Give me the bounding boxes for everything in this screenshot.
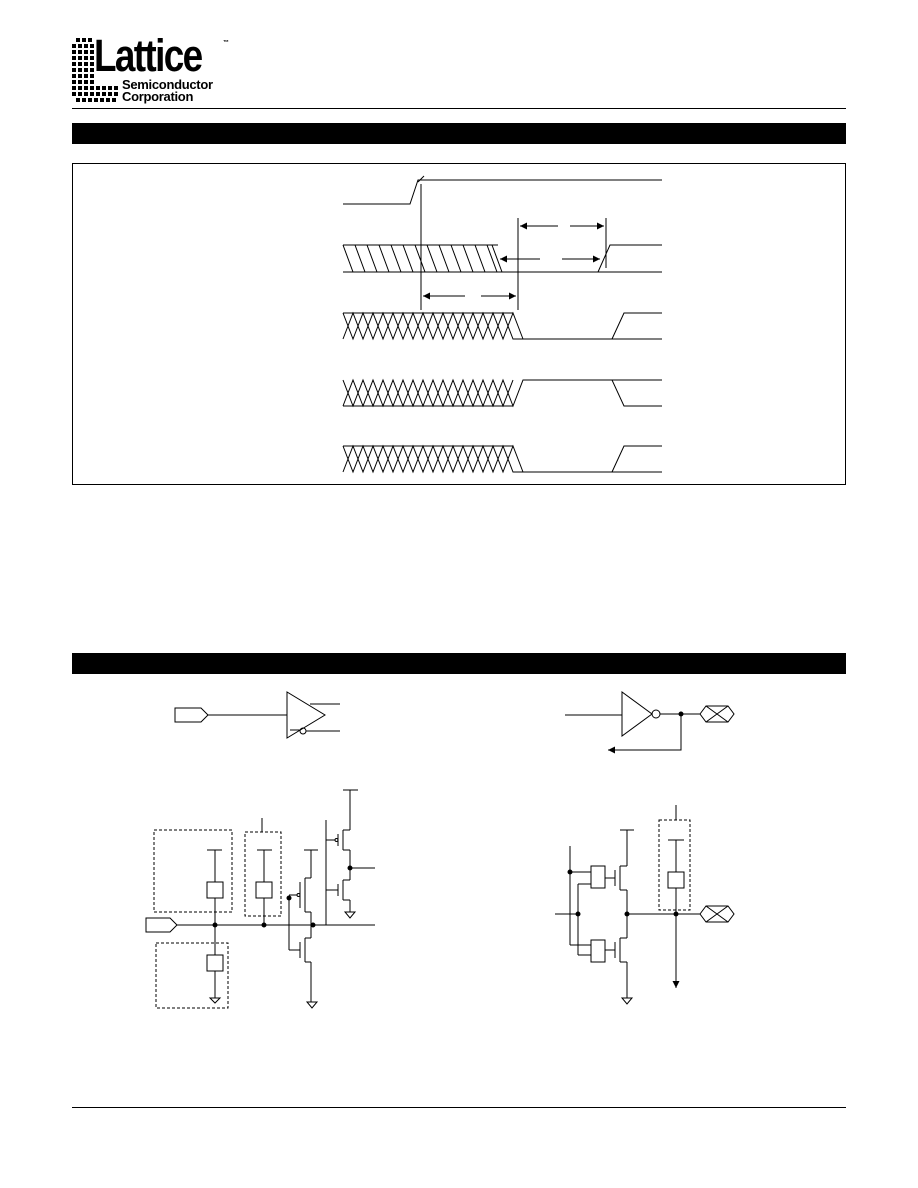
logo-dot-grid-icon: [72, 38, 118, 102]
logo-trademark: ™: [223, 40, 229, 46]
output-crosshatch-waveform-3: [342, 444, 662, 474]
company-logo: [70, 36, 240, 104]
input-hatched-waveform: [342, 218, 662, 310]
logo-subtitle-line1: Semiconductor: [122, 77, 213, 92]
section-header-bar-circuits: [72, 653, 846, 674]
output-crosshatch-waveform-2: [342, 378, 662, 408]
input-buffer-symbol: [174, 691, 340, 739]
output-circuit-schematic: [555, 805, 735, 1005]
clock-waveform: [343, 175, 662, 310]
output-crosshatch-waveform-1: [342, 311, 662, 341]
output-buffer-symbol: [565, 691, 735, 754]
logo-subtitle-line2: Corporation: [122, 89, 194, 104]
header-rule: [72, 108, 846, 109]
input-circuit-schematic: [145, 789, 375, 1009]
logo-wordmark: Lattice: [94, 30, 203, 81]
timing-diagram-frame: [72, 163, 846, 485]
section-header-bar-timing: [72, 123, 846, 144]
footer-rule: [72, 1107, 846, 1108]
